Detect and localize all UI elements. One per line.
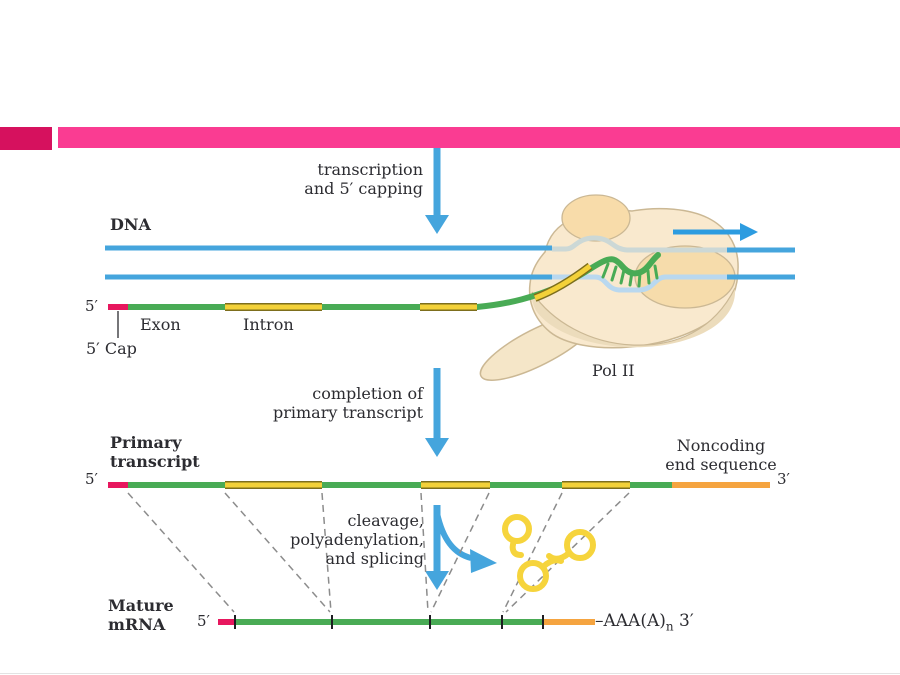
slide-accent-square: [0, 127, 52, 150]
pol-ii-label: Pol II: [592, 361, 635, 380]
intron-lariat: [546, 529, 596, 562]
noncoding-end-label: Noncoding end sequence: [665, 436, 777, 474]
polymerase-top-lobe: [561, 194, 631, 242]
completion-arrow: [425, 368, 449, 457]
primary-transcript-label: Primary transcript: [110, 433, 200, 471]
poly-a-subscript: n: [665, 619, 674, 634]
transcription-direction-arrow: [673, 223, 758, 241]
poly-a-prefix: –AAA(A): [595, 611, 666, 631]
five-prime-cap-marker: [108, 304, 128, 310]
five-prime-cap-marker: [218, 619, 235, 625]
five-prime-label-top: 5′: [85, 297, 98, 315]
polymerase-cleft-line: [531, 287, 736, 346]
intron-segment: [225, 262, 593, 311]
five-prime-cap-label: 5′ Cap: [86, 339, 137, 358]
three-prime-label-mature: 3′: [673, 611, 694, 631]
mature-mrna-label: Mature mRNA: [108, 596, 174, 634]
rna-dna-hybrid-teeth: [601, 262, 659, 288]
three-prime-label-primary: 3′: [777, 470, 790, 488]
cleavage-splicing-arrow: [425, 505, 449, 590]
five-prime-label-primary: 5′: [85, 470, 98, 488]
dna-strand-top: [105, 235, 795, 253]
dna-strand-bottom: [105, 274, 795, 293]
dna-strand-bottom-melted: [552, 274, 727, 293]
nascent-transcript-line: [108, 252, 661, 338]
five-prime-label-mature: 5′: [197, 612, 210, 630]
intron-label: Intron: [243, 315, 294, 334]
slide-bottom-rule: [0, 673, 900, 674]
spliced-intron-lariats: [502, 514, 596, 592]
intron-lariat: [502, 514, 532, 558]
splicing-branch-arrow: [434, 512, 497, 573]
transcription-capping-arrow: [425, 148, 449, 234]
primary-transcript-line: [108, 481, 770, 489]
five-prime-cap-marker: [108, 482, 128, 488]
dna-strand-top-melted: [552, 235, 727, 253]
intron-lariat: [517, 557, 564, 592]
exon-label: Exon: [140, 315, 181, 334]
slide-title-bar: [58, 127, 900, 148]
cleavage-splicing-label: cleavage, polyadenylation, and splicing: [290, 511, 424, 568]
mature-mrna-line: [218, 615, 595, 629]
transcription-capping-label: transcription and 5′ capping: [304, 160, 423, 198]
dna-label: DNA: [110, 215, 151, 234]
completion-label: completion of primary transcript: [272, 384, 423, 422]
exon-junction-ticks: [234, 615, 544, 629]
poly-a-tail-label: –AAA(A)n 3′: [595, 611, 694, 633]
